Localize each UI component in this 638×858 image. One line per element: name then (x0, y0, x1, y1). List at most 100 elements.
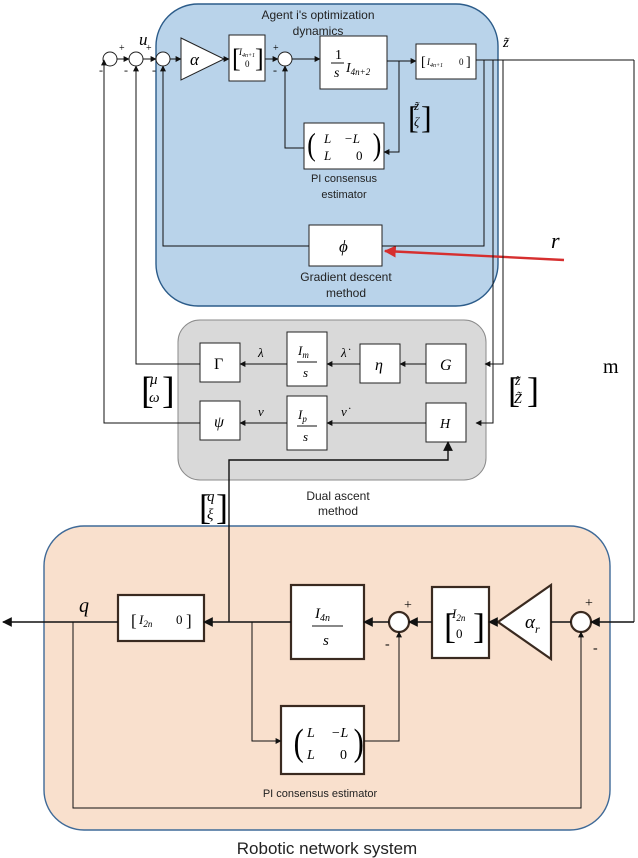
pi-estimator-paren-right: ) (373, 127, 382, 162)
sign-plus-1: + (119, 43, 125, 54)
robot-caption: Robotic network system (237, 839, 417, 858)
feedback-vector-top: z̃ (413, 98, 420, 113)
Ip-integrator-den: s (303, 429, 308, 444)
Ip-integrator-block (286, 395, 328, 451)
pi-estimator-label-line1: PI consensus (311, 173, 378, 185)
q-xi-bracket-left: [ (199, 487, 211, 527)
robot-sum-right (569, 610, 593, 634)
output-selector-bracket-left: [ (421, 55, 426, 70)
wire-gamma-to-sum2 (133, 65, 200, 365)
robot-pi-paren-left: ( (294, 722, 304, 764)
robot-integrator-num: I4n (314, 606, 330, 624)
robot-output-selector (116, 593, 206, 643)
sum-junction-1 (102, 51, 118, 67)
wire-pi-to-sumL (364, 631, 402, 742)
reference-label: r (551, 228, 560, 253)
m-label: m (603, 356, 619, 378)
u-label: u (139, 30, 148, 49)
phi-block (308, 224, 383, 267)
sign-minus-2: - (124, 63, 128, 77)
output-selector-zero: 0 (459, 57, 464, 67)
sum-junction-3 (155, 51, 171, 67)
robot-output-bracket-right: ] (186, 611, 192, 630)
dual-caption-line1: Dual ascent (306, 489, 370, 503)
robot-integrator-block (289, 583, 366, 661)
zz-bottom: Z̃ (514, 391, 522, 407)
ztilde-output-label: z̃ (502, 35, 509, 51)
sum-junction-2 (128, 51, 144, 67)
pi-estimator-r2c2: 0 (356, 148, 363, 163)
robot-q-label: q (79, 595, 89, 617)
psi-label: ψ (214, 414, 225, 431)
feedback-bracket-right: ] (421, 99, 432, 135)
H-block (425, 402, 467, 443)
mu-omega-top: μ (149, 372, 158, 388)
input-selector-bracket-left: [ (232, 44, 241, 73)
output-selector-identity: I4n+1 (426, 57, 443, 69)
mu-omega-bracket-right: ] (162, 370, 175, 412)
pi-estimator-label-line2: estimator (321, 189, 367, 201)
robot-pi-r1c2: −L (331, 726, 348, 741)
robot-input-bracket-right: ] (473, 606, 485, 646)
lambda-label: λ (257, 345, 264, 360)
dual-ascent-panel (177, 319, 487, 481)
integrator-block (319, 35, 388, 90)
wire-pi-to-sum4 (282, 65, 304, 149)
gradient-label-line1: Gradient descent (300, 270, 392, 284)
robot-pi-estimator-block (279, 704, 366, 776)
robotic-network-panel (43, 525, 611, 831)
wire-integrator-feedback (383, 61, 400, 155)
pi-estimator-paren-left: ( (307, 127, 316, 162)
robot-output-bracket-left: [ (131, 611, 137, 630)
robot-pi-label: PI consensus estimator (263, 788, 378, 800)
robot-sum-left-minus: - (385, 637, 390, 652)
sign-minus-3: - (152, 63, 156, 77)
robot-pi-r2c1: L (306, 748, 315, 763)
robot-output-zero: 0 (176, 612, 183, 627)
wire-q-feedback (72, 622, 584, 809)
wire-q-to-H (228, 441, 453, 622)
alpha-r-label: αr (525, 612, 540, 636)
nu-label: ν (258, 404, 264, 419)
mu-omega-bottom: ω (149, 390, 160, 406)
q-xi-top: q (207, 489, 215, 505)
input-selector-top: I4n+1 (238, 47, 255, 59)
zz-bracket-right: ] (527, 370, 539, 410)
eta-block (359, 343, 401, 384)
integrator-identity: I4n+2 (345, 61, 371, 77)
feedback-bracket-left: [ (408, 99, 419, 135)
eta-label: η (375, 357, 383, 374)
gradient-label-line2: method (326, 286, 366, 300)
wire-ztilde-to-phi (382, 60, 485, 247)
pi-estimator-block (303, 122, 385, 170)
integrator-denominator: s (334, 66, 340, 81)
sign-minus-4: - (273, 63, 277, 77)
Im-integrator-num: Im (297, 343, 309, 360)
zz-bracket-left: [ (508, 370, 520, 410)
robot-pi-r2c2: 0 (340, 748, 347, 763)
output-selector-bracket-right: ] (466, 55, 471, 70)
psi-block (199, 400, 241, 441)
input-selector-block (228, 34, 266, 82)
robot-sum-left (387, 610, 411, 634)
zz-top: z̃ (514, 374, 521, 389)
robot-sum-right-plus: + (585, 596, 593, 611)
sum-junction-4 (277, 51, 293, 67)
wire-ztilde-to-dual (475, 60, 494, 426)
gamma-label: Γ (214, 356, 223, 373)
sign-minus-1: - (99, 63, 103, 77)
pi-estimator-r1c1: L (323, 131, 331, 146)
optimization-title-line1: Agent i's optimization (261, 8, 374, 22)
wire-integrator-to-pi (251, 622, 282, 744)
input-selector-bracket-right: ] (255, 44, 264, 73)
optimization-title-line2: dynamics (293, 24, 344, 38)
robot-sum-right-minus: - (593, 641, 598, 656)
Im-integrator-block (286, 331, 328, 387)
robot-input-identity: I2n (451, 606, 466, 623)
q-xi-bracket-right: ] (216, 487, 228, 527)
nu-dot-label: ν̇ (341, 404, 351, 419)
integrator-numerator: 1 (335, 48, 342, 63)
wire-ztilde-to-G (484, 60, 504, 367)
feedback-vector-bottom: ζ (414, 114, 420, 129)
wire-psi-to-sum1 (101, 59, 200, 424)
